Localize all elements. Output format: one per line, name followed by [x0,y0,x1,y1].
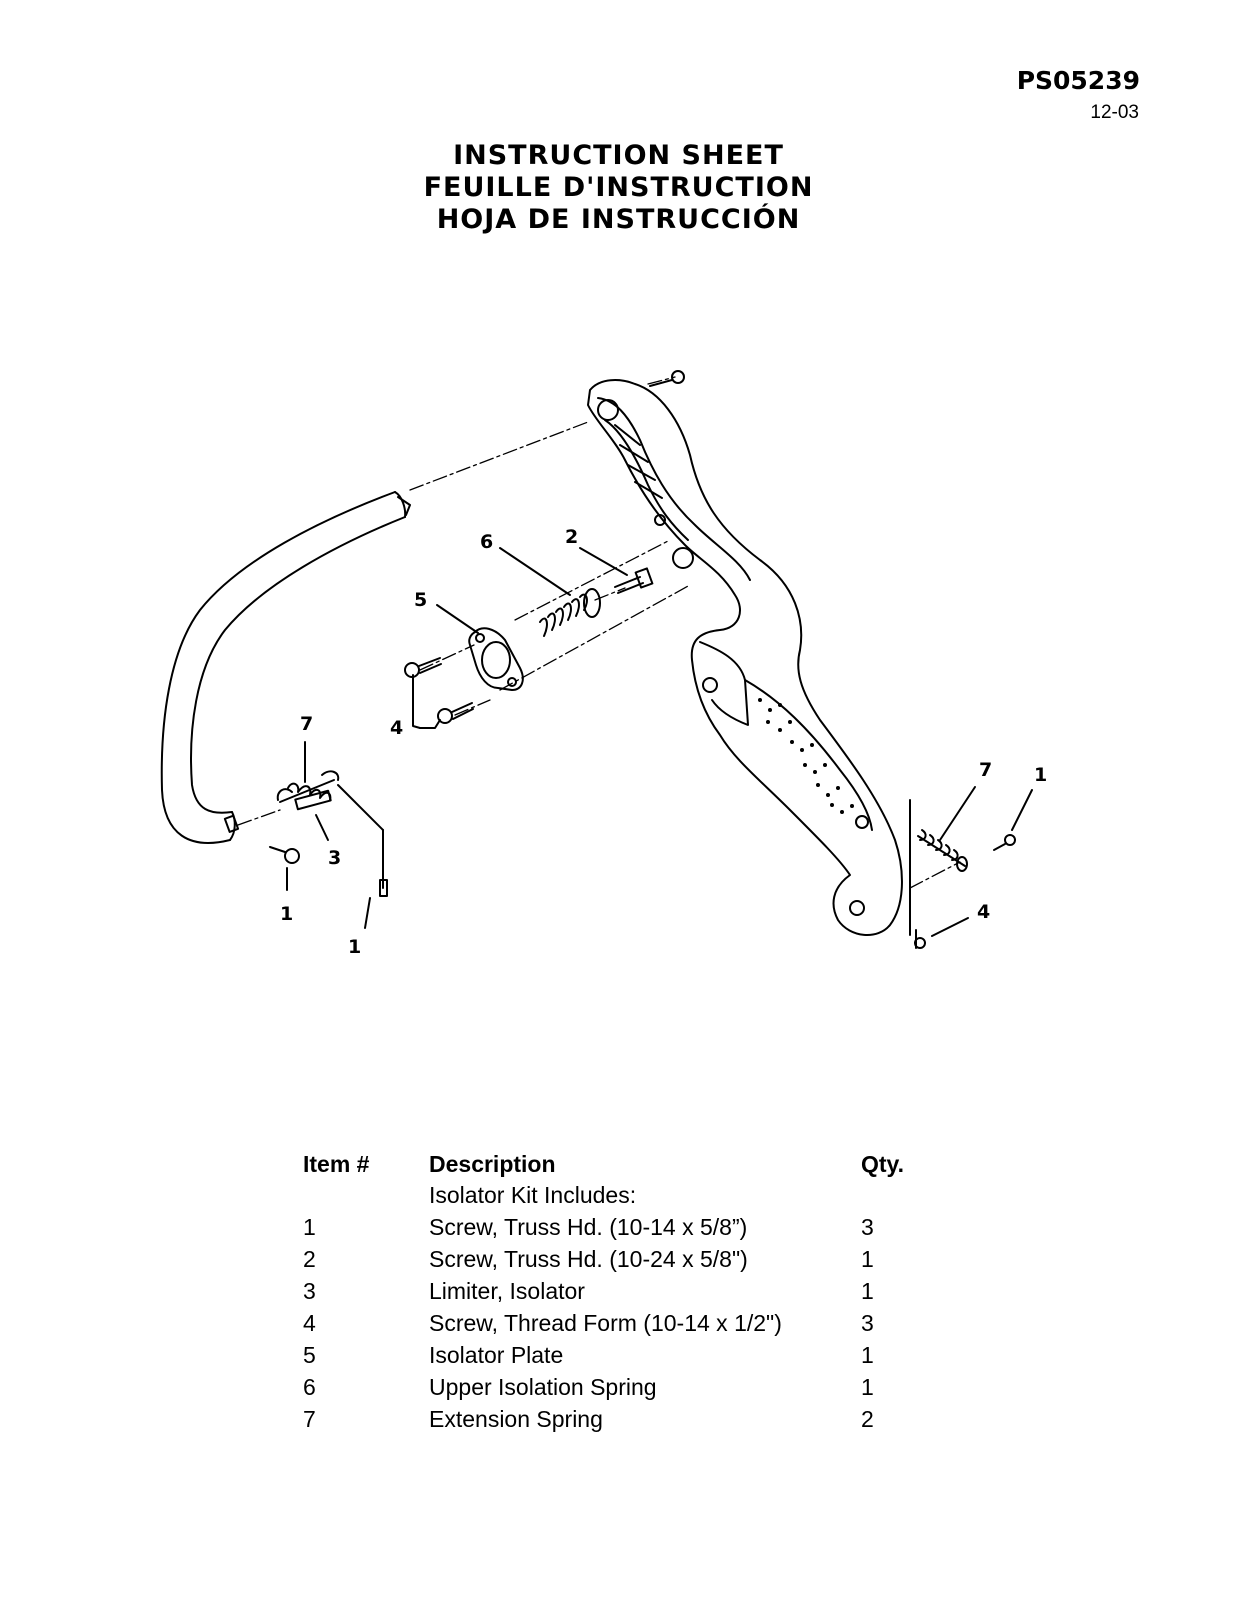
title-block: INSTRUCTION SHEET FEUILLE D'INSTRUCTION … [0,140,1237,236]
document-number: PS05239 [1016,66,1140,95]
table-row: 6 Upper Isolation Spring 1 [303,1371,941,1403]
kit-note-row: Isolator Kit Includes: [303,1179,941,1211]
callout-numbers: 6 2 5 4 7 3 1 1 7 1 4 [280,526,1047,958]
screw-item-1-mid [337,784,388,897]
item-qty: 1 [861,1245,874,1272]
table-header-row: Item # Description Qty. [303,1149,941,1179]
item-number: 1 [303,1213,316,1240]
item-number: 5 [303,1341,316,1368]
item-number: 7 [303,1405,316,1432]
screw-item-1-left [269,846,300,864]
item-qty: 3 [861,1213,874,1240]
item-number: 4 [303,1309,316,1336]
item-description: Isolator Plate [429,1341,564,1368]
item-description: Screw, Truss Hd. (10-24 x 5/8") [429,1245,748,1272]
table-row: 7 Extension Spring 2 [303,1403,941,1435]
callout-4-left: 4 [390,717,403,739]
table-row: 1 Screw, Truss Hd. (10-14 x 5/8”) 3 [303,1211,941,1243]
screw-item-4-right [914,929,926,949]
callout-7-right: 7 [979,759,992,781]
item-qty: 1 [861,1277,874,1304]
screws-item-4-left [404,657,474,724]
item-description: Extension Spring [429,1405,603,1432]
item-qty: 1 [861,1341,874,1368]
callout-3: 3 [328,847,341,869]
title-french: FEUILLE D'INSTRUCTION [423,172,814,203]
item-qty: 1 [861,1373,874,1400]
item-qty: 2 [861,1405,874,1432]
screw-item-1-right [993,834,1016,851]
item-description: Screw, Truss Hd. (10-14 x 5/8”) [429,1213,748,1240]
callout-5: 5 [414,589,427,611]
item-description: Screw, Thread Form (10-14 x 1/2") [429,1309,782,1336]
item-number: 3 [303,1277,316,1304]
callout-2: 2 [565,526,578,548]
document-date: 12-03 [1090,102,1139,123]
table-row: 4 Screw, Thread Form (10-14 x 1/2") 3 [303,1307,941,1339]
item-qty: 3 [861,1309,874,1336]
callout-1-right: 1 [1034,764,1047,786]
callout-4-right: 4 [977,901,990,923]
table-row: 5 Isolator Plate 1 [303,1339,941,1371]
item-number: 2 [303,1245,316,1272]
header-item: Item # [303,1150,370,1177]
upper-isolation-spring [539,588,601,637]
callout-1-left: 1 [280,903,293,925]
grip-texture-dots [758,698,854,814]
kit-note: Isolator Kit Includes: [429,1181,637,1208]
header-description: Description [429,1150,556,1177]
callout-7-left: 7 [300,713,313,735]
item-description: Limiter, Isolator [429,1277,585,1304]
item-number: 6 [303,1373,316,1400]
alignment-lines [237,376,961,889]
table-row: 2 Screw, Truss Hd. (10-24 x 5/8") 1 [303,1243,941,1275]
title-spanish: HOJA DE INSTRUCCIÓN [436,204,801,235]
rear-handle [587,379,903,937]
parts-list-table: Item # Description Qty. Isolator Kit Inc… [303,1149,941,1435]
top-screw [649,370,685,387]
leader-lines [286,547,1033,937]
limiter-assembly-left [276,770,340,811]
extension-spring-right [909,799,968,936]
isolator-plate [468,627,524,691]
front-handle-bar [160,491,411,844]
table-row: 3 Limiter, Isolator 1 [303,1275,941,1307]
item-description: Upper Isolation Spring [429,1373,657,1400]
title-english: INSTRUCTION SHEET [453,140,784,171]
callout-1-mid: 1 [348,936,361,958]
callout-6: 6 [480,531,493,553]
screw-item-2 [614,567,654,594]
header-qty: Qty. [861,1150,905,1177]
